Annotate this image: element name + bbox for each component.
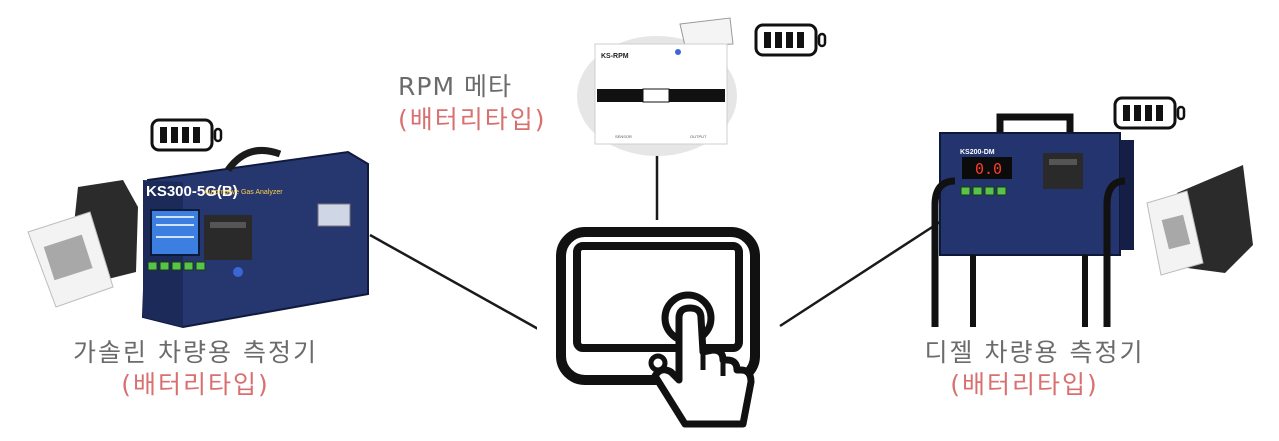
rpm-title: RPM 메타 <box>398 70 548 104</box>
gasoline-subtitle: (배터리타입) <box>108 368 283 402</box>
gasoline-title: 가솔린 차량용 측정기 <box>58 336 333 370</box>
diesel-subtitle: (배터리타입) <box>937 368 1112 402</box>
rpm-meter-image: KS-RPM SENSOR OUTPUT <box>575 14 835 156</box>
svg-text:SENSOR: SENSOR <box>615 134 632 139</box>
battery-full-icon <box>1115 98 1184 128</box>
diesel-display-value: 0.0 <box>975 160 1002 178</box>
connector-diesel-tablet <box>780 222 940 326</box>
battery-full-icon <box>152 120 221 150</box>
rpm-model-label: KS-RPM <box>601 53 629 60</box>
tablet-touch-icon[interactable] <box>537 220 779 436</box>
gasoline-keypad <box>148 262 205 270</box>
connector-gasoline-tablet <box>370 235 540 330</box>
gasoline-panel-label: Automotive Gas Analyzer <box>204 189 283 196</box>
thermal-printer <box>28 180 138 307</box>
thermal-printer <box>1147 165 1253 275</box>
gasoline-analyzer-image: KS300-5G(B) Automotive Gas Analyzer <box>18 112 388 337</box>
battery-full-icon <box>756 25 825 55</box>
svg-text:OUTPUT: OUTPUT <box>690 134 707 139</box>
diesel-title: 디젤 차량용 측정기 <box>912 336 1157 370</box>
diesel-analyzer-image: KS200-DM 0.0 <box>925 95 1265 350</box>
rpm-subtitle: (배터리타입) <box>398 103 563 137</box>
diesel-model-label: KS200-DM <box>960 149 995 156</box>
